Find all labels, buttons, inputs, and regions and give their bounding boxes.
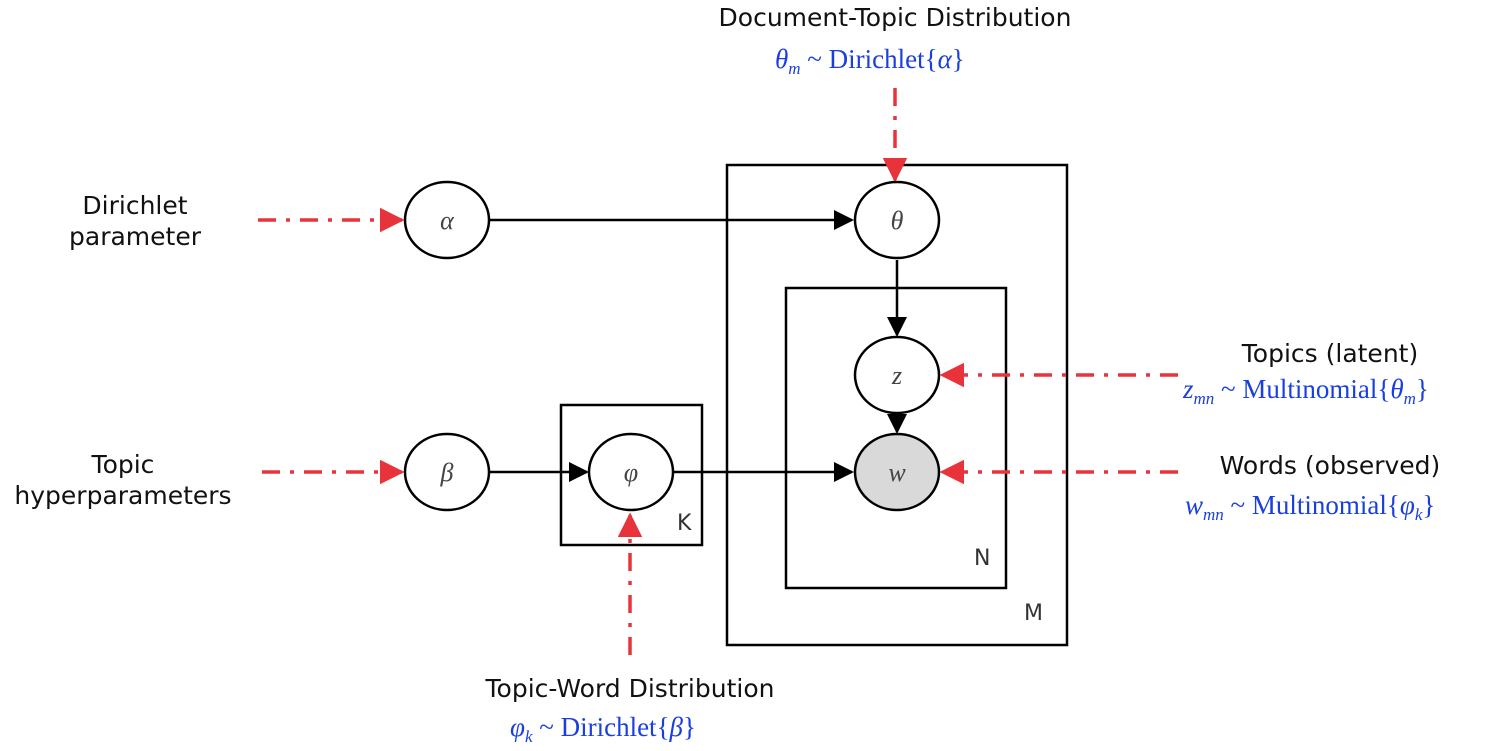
formula-param: α — [937, 44, 952, 74]
node-alpha: α — [403, 180, 491, 260]
doc-topic-formula: θm ~ Dirichlet{α} — [775, 44, 965, 78]
formula-dist: Dirichlet — [828, 44, 925, 74]
formula-param-sub: m — [1403, 389, 1416, 408]
node-w-observed: w — [853, 432, 941, 512]
node-phi: φ — [587, 432, 675, 512]
formula-param: β — [669, 712, 683, 742]
formula-var: θ — [775, 44, 789, 74]
plate-m-label: M — [1024, 601, 1043, 626]
topics-formula: zmn ~ Multinomial{θm} — [1183, 374, 1429, 408]
formula-dist: Multinomial — [1242, 374, 1378, 404]
formula-param-sub: k — [1414, 505, 1423, 524]
words-observed-title: Words (observed) — [1219, 451, 1441, 480]
formula-sub: k — [524, 727, 533, 746]
formula-dist: Dirichlet — [560, 712, 657, 742]
formula-dist: Multinomial — [1251, 490, 1387, 520]
dirichlet-parameter-label: Dirichlet parameter — [40, 190, 230, 252]
node-z: z — [853, 335, 941, 415]
formula-var: φ — [510, 712, 525, 742]
topic-word-formula: φk ~ Dirichlet{β} — [510, 712, 696, 746]
svg-text:α: α — [440, 206, 455, 235]
topics-latent-title: Topics (latent) — [1241, 339, 1419, 368]
formula-var: w — [1185, 490, 1204, 520]
formula-sub: m — [788, 59, 801, 78]
formula-sub: mn — [1193, 389, 1215, 408]
svg-text:φ: φ — [624, 458, 638, 487]
plate-k-label: K — [677, 511, 692, 536]
node-beta: β — [403, 432, 491, 512]
svg-text:θ: θ — [891, 206, 904, 235]
svg-text:z: z — [891, 361, 902, 390]
formula-param: φ — [1399, 490, 1415, 520]
svg-text:w: w — [888, 458, 906, 487]
node-theta: θ — [853, 180, 941, 260]
plate-k — [559, 403, 704, 547]
formula-var: z — [1183, 374, 1194, 404]
label-line: parameter — [69, 222, 201, 251]
plate-n-label: N — [974, 546, 990, 571]
formula-sub: mn — [1203, 505, 1224, 524]
doc-topic-title: Document-Topic Distribution — [718, 3, 1072, 32]
topic-word-title: Topic-Word Distribution — [485, 674, 775, 703]
svg-text:β: β — [440, 458, 454, 487]
label-line: Dirichlet — [82, 191, 188, 220]
label-line: hyperparameters — [14, 481, 232, 510]
topic-hyperparameters-label: Topic hyperparameters — [0, 449, 246, 511]
label-line: Topic — [91, 450, 155, 479]
words-formula: wmn ~ Multinomial{φk} — [1185, 490, 1436, 524]
formula-param: θ — [1390, 374, 1404, 404]
